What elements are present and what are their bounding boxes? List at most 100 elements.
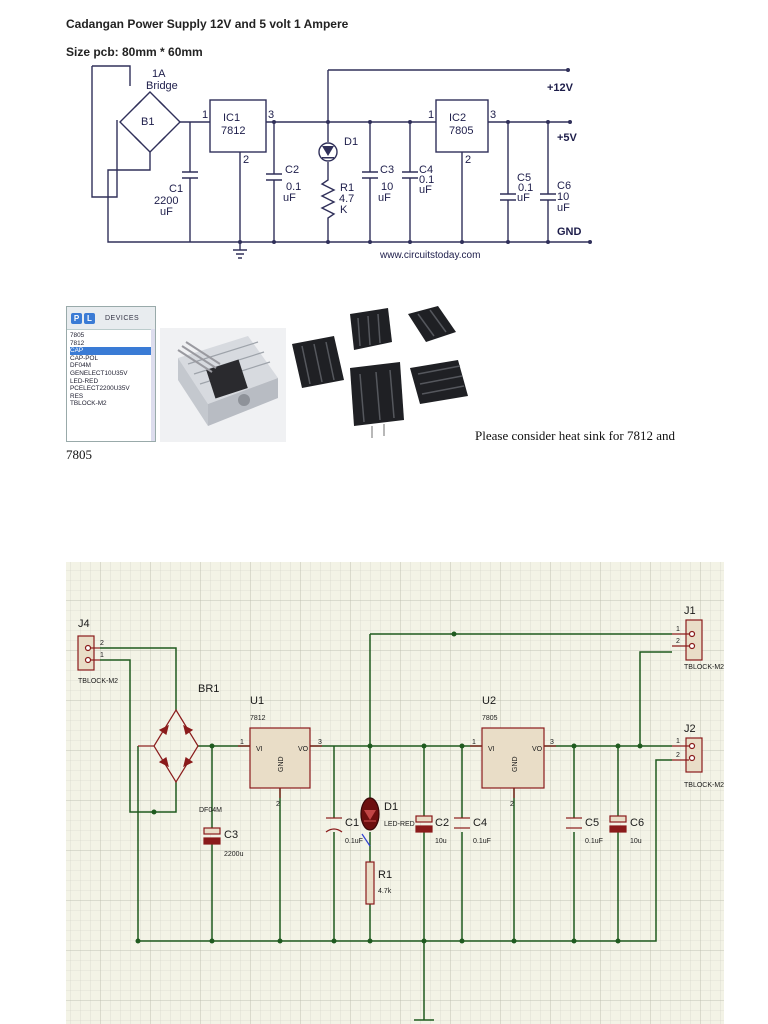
j4-part: TBLOCK-M2 [78, 678, 118, 685]
c4-label: C4 [419, 164, 433, 176]
c5-value-b: uF [517, 192, 530, 204]
c4-value: 0.1uF [473, 838, 491, 845]
u2-pin1: 1 [472, 739, 476, 746]
d1-label: D1 [384, 801, 398, 813]
device-item[interactable]: 7805 [70, 332, 85, 339]
c5-label: C5 [517, 172, 531, 184]
u1-vi: VI [256, 746, 263, 753]
u1-pin3: 3 [318, 739, 322, 746]
device-item[interactable]: RES [70, 392, 84, 400]
device-item[interactable]: DF04M [70, 362, 91, 370]
ic2-name: IC2 [449, 112, 466, 124]
heatsink-note: Please consider heat sink for 7812 and [475, 428, 676, 443]
c4-value-b: uF [419, 184, 432, 196]
c3-value: 2200u [224, 851, 244, 858]
j2-label: J2 [684, 723, 696, 735]
c2-value: 10u [435, 838, 447, 845]
u2-vi: VI [488, 746, 495, 753]
bridge-current-label: 1A [152, 68, 166, 80]
c4-label: C4 [473, 817, 487, 829]
j1-part: TBLOCK-M2 [684, 664, 724, 671]
j2-pin2: 2 [676, 752, 680, 759]
schematic-proteus: J4 2 1 TBLOCK-M2 J1 1 2 TBLOCK-M2 J2 1 2… [66, 562, 724, 1024]
r1-label: R1 [378, 869, 392, 881]
r1-value-b: K [340, 204, 348, 216]
j4-pin1: 1 [100, 652, 104, 659]
c6-label: C6 [630, 817, 644, 829]
schematic-circuitstoday: 1A Bridge B1 1 IC1 7812 3 2 C1 2200 uF C… [91, 65, 592, 261]
j2-pin1: 1 [676, 738, 680, 745]
document-title: Cadangan Power Supply 12V and 5 volt 1 A… [66, 17, 349, 31]
c5-value: 0.1uF [585, 838, 603, 845]
gnd-label: GND [557, 226, 582, 238]
j1-pin2: 2 [676, 638, 680, 645]
d1-value: LED-RED [384, 821, 415, 828]
device-item[interactable]: PCELECT2200U35V [70, 385, 130, 393]
bridge-label: Bridge [146, 80, 178, 92]
br1-label: BR1 [198, 683, 219, 695]
devices-list[interactable]: 7805 7812 CAP CAP-POL DF04M GENELECT10U3… [67, 330, 155, 408]
c6-value-b: uF [557, 202, 570, 214]
u1-vo: VO [298, 746, 309, 753]
u2-label: U2 [482, 695, 496, 707]
d1-label: D1 [344, 136, 358, 148]
ic1-pin2-label: 2 [243, 154, 249, 166]
r1-value: 4.7k [378, 888, 392, 895]
devices-panel: P L DEVICES 7805 7812 CAP CAP-POL DF04M … [66, 306, 156, 442]
c3-value-a: 10 [381, 181, 393, 193]
u1-pin2: 2 [276, 801, 280, 808]
c6-label: C6 [557, 180, 571, 192]
devices-title: DEVICES [105, 314, 140, 322]
library-button[interactable]: L [84, 312, 95, 324]
c2-value-b: uF [283, 192, 296, 204]
b1-label: B1 [141, 116, 154, 128]
c5-value-a: 0.1 [518, 182, 533, 194]
ic1-pin1-label: 1 [202, 109, 208, 121]
u1-pin1: 1 [240, 739, 244, 746]
c6-value-a: 10 [557, 191, 569, 203]
u1-part: 7812 [250, 715, 266, 722]
ic1-name: IC1 [223, 112, 240, 124]
c6-value: 10u [630, 838, 642, 845]
devices-scrollbar[interactable] [151, 329, 155, 441]
c1-label: C1 [345, 817, 359, 829]
website-label: www.circuitstoday.com [379, 250, 480, 261]
c3-label: C3 [380, 164, 394, 176]
ic1-part: 7812 [221, 125, 245, 137]
c3-label: C3 [224, 829, 238, 841]
device-item[interactable]: GENELECT10U35V [70, 369, 128, 377]
c2-label: C2 [285, 164, 299, 176]
c4-value-a: 0.1 [419, 174, 434, 186]
heatsinks-photo [288, 292, 474, 442]
c1-label: C1 [169, 183, 183, 195]
j1-label: J1 [684, 605, 696, 617]
j4-pin2: 2 [100, 640, 104, 647]
device-item[interactable]: CAP-POL [70, 354, 99, 362]
c2-value-a: 0.1 [286, 181, 301, 193]
r1-label: R1 [340, 182, 354, 194]
device-item[interactable]: LED-RED [70, 377, 99, 385]
c5-label: C5 [585, 817, 599, 829]
device-item-selected[interactable]: CAP [70, 347, 155, 355]
v5-label: +5V [557, 132, 578, 144]
u2-vo: VO [532, 746, 543, 753]
ic1-pin3-label: 3 [268, 109, 274, 121]
u1-gnd: GND [278, 756, 285, 772]
heatsink-note-continued: 7805 [66, 447, 92, 462]
c3-value-b: uF [378, 192, 391, 204]
device-item[interactable]: TBLOCK-M2 [70, 400, 107, 408]
u2-gnd: GND [512, 756, 519, 772]
device-item[interactable]: 7812 [70, 339, 85, 347]
u2-part: 7805 [482, 715, 498, 722]
u2-pin3: 3 [550, 739, 554, 746]
c1-value: 0.1uF [345, 838, 363, 845]
j4-label: J4 [78, 618, 90, 630]
j1-pin1: 1 [676, 626, 680, 633]
heatsink-regulator-photo [160, 328, 286, 442]
c1-value-b: uF [160, 206, 173, 218]
pick-button[interactable]: P [71, 312, 82, 324]
ic2-part: 7805 [449, 125, 473, 137]
c1-value-a: 2200 [154, 195, 178, 207]
br1-part: DF04M [199, 807, 222, 814]
ic2-pin3-label: 3 [490, 109, 496, 121]
